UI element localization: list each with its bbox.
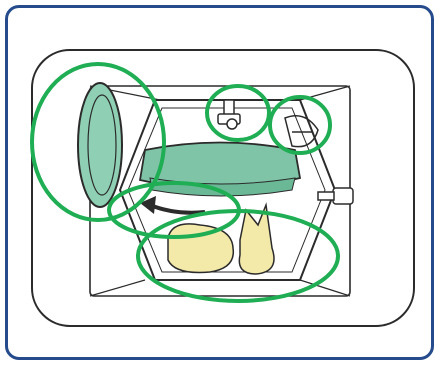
rotation-arrow [150,205,205,213]
dispenser-nozzle [218,100,240,129]
highlight-rear-hinge [270,97,330,153]
laundry-right [239,205,274,274]
side-knob [318,188,353,204]
highlight-dispenser-nozzle [207,86,269,140]
laundry-left [168,224,233,273]
